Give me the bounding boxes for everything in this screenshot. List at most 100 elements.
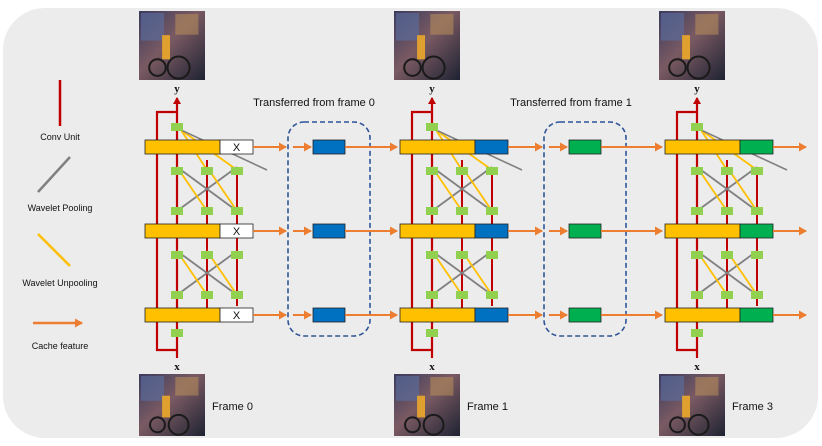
feature-bar-1-1 <box>399 223 476 239</box>
conv-node-2-7 <box>751 167 763 175</box>
input-image-1-wheel <box>422 413 445 436</box>
output-image-2-wheel-2 <box>668 58 687 77</box>
transfer-block-1-0 <box>568 139 602 155</box>
frame-label-1: Frame 1 <box>467 401 508 413</box>
input-image-0-sign <box>141 376 165 401</box>
output-image-1-wheel <box>421 55 446 80</box>
conv-node-1-0 <box>426 123 438 131</box>
conv-node-0-1 <box>171 167 183 175</box>
conv-node-0-7 <box>231 167 243 175</box>
input-image-0-figure <box>162 395 171 418</box>
conv-node-1-13 <box>486 291 498 299</box>
output-image-0-figure <box>162 35 171 60</box>
cache-slot-1-2 <box>474 307 509 323</box>
frame-label-2: Frame 3 <box>732 401 773 413</box>
output-image-2-figure <box>682 35 691 60</box>
conv-node-0-5 <box>171 329 183 337</box>
conv-node-0-8 <box>201 207 213 215</box>
feature-bar-0-1 <box>144 223 221 239</box>
transfer-box-frame-1 <box>543 121 627 337</box>
legend-wavelet-unpooling-label: Wavelet Unpooling <box>22 278 97 288</box>
cache-slot-2-1 <box>739 223 774 239</box>
conv-node-0-9 <box>231 207 243 215</box>
transfer-block-0-2 <box>312 307 346 323</box>
conv-node-1-8 <box>456 207 468 215</box>
conv-node-1-6 <box>456 167 468 175</box>
input-image-2-light <box>695 377 719 396</box>
conv-node-2-3 <box>691 251 703 259</box>
input-image-1-wheel-2 <box>404 416 421 434</box>
pool-line-2-0b <box>696 166 758 212</box>
output-y-label-1: y <box>429 83 435 95</box>
conv-node-0-0 <box>171 123 183 131</box>
transfer-block-0-0 <box>312 139 346 155</box>
output-image-1-figure <box>417 35 426 60</box>
feature-bar-0-0 <box>144 139 221 155</box>
pool-line-2-1b <box>696 250 758 296</box>
input-x-label-1: x <box>429 361 435 373</box>
frame-network-1: Frame 1 y x <box>394 11 543 436</box>
conv-node-2-13 <box>751 291 763 299</box>
input-image-2-wheel <box>687 413 710 436</box>
cache-mark-0-1: X <box>233 226 241 238</box>
pool-line-1-0b <box>431 166 493 212</box>
output-image-1-sign <box>396 13 420 41</box>
conv-node-1-2 <box>426 207 438 215</box>
output-y-label-0: y <box>174 83 180 95</box>
input-image-0-wheel-2 <box>149 416 166 434</box>
legend-cache-feature-label: Cache feature <box>32 341 89 351</box>
cache-slot-1-0 <box>474 139 509 155</box>
conv-node-0-12 <box>201 291 213 299</box>
feature-bar-0-2 <box>144 307 221 323</box>
cache-slot-2-2 <box>739 307 774 323</box>
cache-mark-0-2: X <box>233 310 241 322</box>
conv-node-0-6 <box>201 167 213 175</box>
conv-node-2-10 <box>721 251 733 259</box>
output-image-0-wheel <box>166 55 191 80</box>
cache-slot-1-1 <box>474 223 509 239</box>
output-image-1 <box>394 11 460 80</box>
legend: Conv Unit Wavelet Pooling Wavelet Unpool… <box>22 80 98 351</box>
pool-line-0-1b <box>176 250 238 296</box>
transfer-group-0 <box>293 139 398 323</box>
input-image-2-figure <box>682 395 691 418</box>
input-image-1-sign <box>396 376 420 401</box>
output-image-1-wheel-2 <box>403 58 422 77</box>
input-image-1-light <box>430 377 454 396</box>
output-image-2-light <box>695 14 719 35</box>
transfer-box-frame-0 <box>287 121 371 337</box>
output-image-0-light <box>175 14 199 35</box>
output-y-label-2: y <box>694 83 700 95</box>
feature-bar-2-0 <box>664 139 741 155</box>
conv-node-0-2 <box>171 207 183 215</box>
pool-line-1-1b <box>431 250 493 296</box>
transfer-block-1-2 <box>568 307 602 323</box>
conv-node-0-13 <box>231 291 243 299</box>
input-image-0-wheel <box>167 413 190 436</box>
conv-node-2-1 <box>691 167 703 175</box>
conv-node-0-3 <box>171 251 183 259</box>
frame-label-0: Frame 0 <box>212 401 253 413</box>
output-image-0-sign <box>141 13 165 41</box>
input-x-label-2: x <box>694 361 700 373</box>
conv-node-2-12 <box>721 291 733 299</box>
output-image-2-wheel <box>686 55 711 80</box>
pool-line-0-0b <box>176 166 238 212</box>
input-image-2-sign <box>661 376 685 401</box>
conv-node-0-4 <box>171 291 183 299</box>
conv-node-1-9 <box>486 207 498 215</box>
conv-node-2-2 <box>691 207 703 215</box>
input-x-label-0: x <box>174 361 180 373</box>
conv-node-1-5 <box>426 329 438 337</box>
conv-node-2-0 <box>691 123 703 131</box>
conv-node-2-8 <box>721 207 733 215</box>
transfer-label-frame-1: Transferred from frame 1 <box>510 97 632 109</box>
conv-node-2-4 <box>691 291 703 299</box>
transfer-block-1-1 <box>568 223 602 239</box>
conv-node-1-7 <box>486 167 498 175</box>
frame-network-2: Frame 3 y x <box>659 11 807 436</box>
input-image-0-light <box>175 377 199 396</box>
cache-slot-2-0 <box>739 139 774 155</box>
